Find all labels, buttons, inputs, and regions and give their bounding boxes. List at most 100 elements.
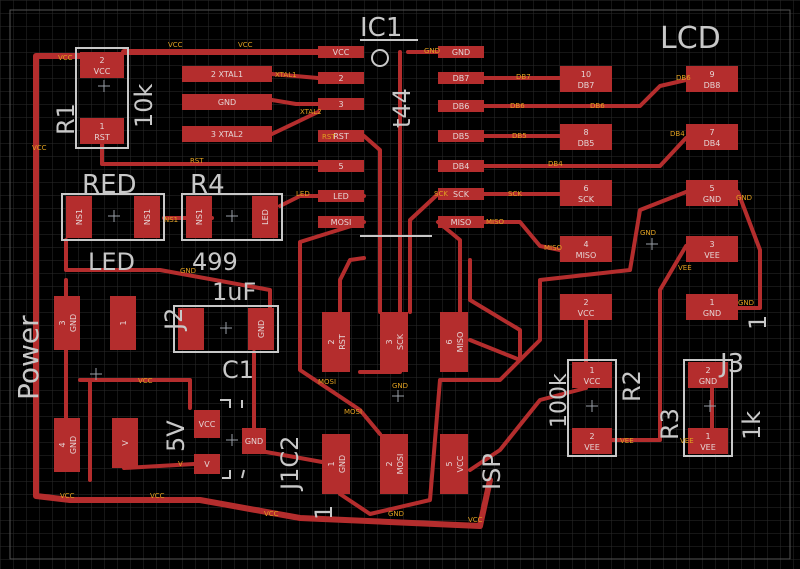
pad-signal: MOSI <box>396 454 405 475</box>
pad-label: DB6 <box>453 102 470 111</box>
lcd-label: LCD <box>660 21 721 56</box>
pad-label: 5 <box>709 184 714 193</box>
ic1-pin-mosi: MOSI <box>318 216 364 228</box>
pad-label: 5 <box>338 162 343 171</box>
net-label: VCC <box>468 516 483 524</box>
c1-outline <box>173 305 279 353</box>
j1-v-pad: V <box>112 418 138 468</box>
pad-label: 7 <box>709 128 714 137</box>
pad-label: 1 <box>705 432 710 441</box>
pad-label: DB7 <box>453 74 470 83</box>
pad-signal: SCK <box>578 195 595 204</box>
c1-label: C1 <box>222 356 254 384</box>
pad-signal: VCC <box>584 377 601 386</box>
pad-label: NS1 <box>75 209 84 225</box>
pad-label: 2 <box>583 298 588 307</box>
pad-signal: MISO <box>576 251 597 260</box>
led-label: LED <box>88 248 135 276</box>
ic1-pin-sck: SCK <box>438 188 484 200</box>
ic1-pin-rst: RST <box>318 130 364 142</box>
pad-label: GND <box>245 437 263 446</box>
net-label: DB4 <box>548 160 563 168</box>
pad-label: 4 <box>583 240 588 249</box>
red-label: RED <box>82 170 137 200</box>
pad-signal: VCC <box>578 309 595 318</box>
r2-label: R2 <box>618 370 646 402</box>
red-ns1-pad: NS1 <box>66 196 92 238</box>
ic1-pin-5: 5 <box>318 160 364 172</box>
pad-signal: RST <box>94 133 110 142</box>
ic1-pin-xtal2: 3 XTAL2 <box>182 126 272 142</box>
1k-label: 1k <box>738 411 766 440</box>
pad-signal: DB7 <box>578 81 595 90</box>
pad-label: VCC <box>333 48 350 57</box>
r3-label: R3 <box>656 408 684 440</box>
pad-label: 3 <box>385 339 394 344</box>
pad-label: 3 XTAL2 <box>211 130 243 139</box>
pad-label: 5 <box>445 461 454 466</box>
pad-label: 1 <box>99 122 104 131</box>
pad-label: 1 <box>589 366 594 375</box>
pad-label: MOSI <box>331 218 352 227</box>
r1-outline <box>75 47 129 149</box>
net-label: MISO <box>486 218 505 226</box>
net-label: VCC <box>238 41 253 49</box>
pad-signal: VEE <box>704 251 720 260</box>
net-label: VCC <box>138 377 153 385</box>
pad-label: 6 <box>445 339 454 344</box>
net-label: DB7 <box>516 73 531 81</box>
net-label: GND <box>388 510 404 518</box>
component-outlines <box>61 47 733 457</box>
one-right-label: 1 <box>744 315 772 330</box>
net-label: RST <box>322 133 336 141</box>
pad-label: 3 <box>338 100 343 109</box>
net-label: DB5 <box>512 132 527 140</box>
pad-label: 3 <box>58 320 67 325</box>
net-label: XTAL1 <box>275 71 297 79</box>
origin-crosses <box>90 80 716 446</box>
pad-label: VCC <box>199 420 216 429</box>
ic1-pin-db6: DB6 <box>438 100 484 112</box>
pad-signal: GND <box>69 436 78 454</box>
net-label: NS1 <box>164 216 178 224</box>
net-label: V <box>178 460 183 468</box>
red-led-outline <box>61 193 165 241</box>
100k-label: 100k <box>547 373 572 428</box>
net-label: MISO <box>544 244 563 252</box>
net-label: GND <box>738 299 754 307</box>
pad-label: V <box>121 440 130 446</box>
pad-label: 3 <box>709 240 714 249</box>
pad-label: 2 <box>385 461 394 466</box>
net-label: DB6 <box>676 74 691 82</box>
10k-label: 10k <box>130 83 158 128</box>
pad-label: V <box>204 460 210 469</box>
pad-signal: GND <box>338 455 347 473</box>
isp-label: ISP <box>478 453 506 490</box>
j1-gnd-pad: GND <box>242 428 266 454</box>
net-label: VCC <box>60 492 75 500</box>
net-label: DB6 <box>590 102 605 110</box>
pad-label: MISO <box>451 218 472 227</box>
pad-signal: DB8 <box>704 81 721 90</box>
5v-label: 5V <box>162 420 190 452</box>
pad-label: 2 <box>589 432 594 441</box>
ic1-pin-gnd-r: GND <box>438 46 484 58</box>
r3-outline <box>683 359 733 457</box>
pad-signal: GND <box>699 377 717 386</box>
j1c2-label: J1C2 <box>276 436 304 492</box>
net-label: VCC <box>150 492 165 500</box>
